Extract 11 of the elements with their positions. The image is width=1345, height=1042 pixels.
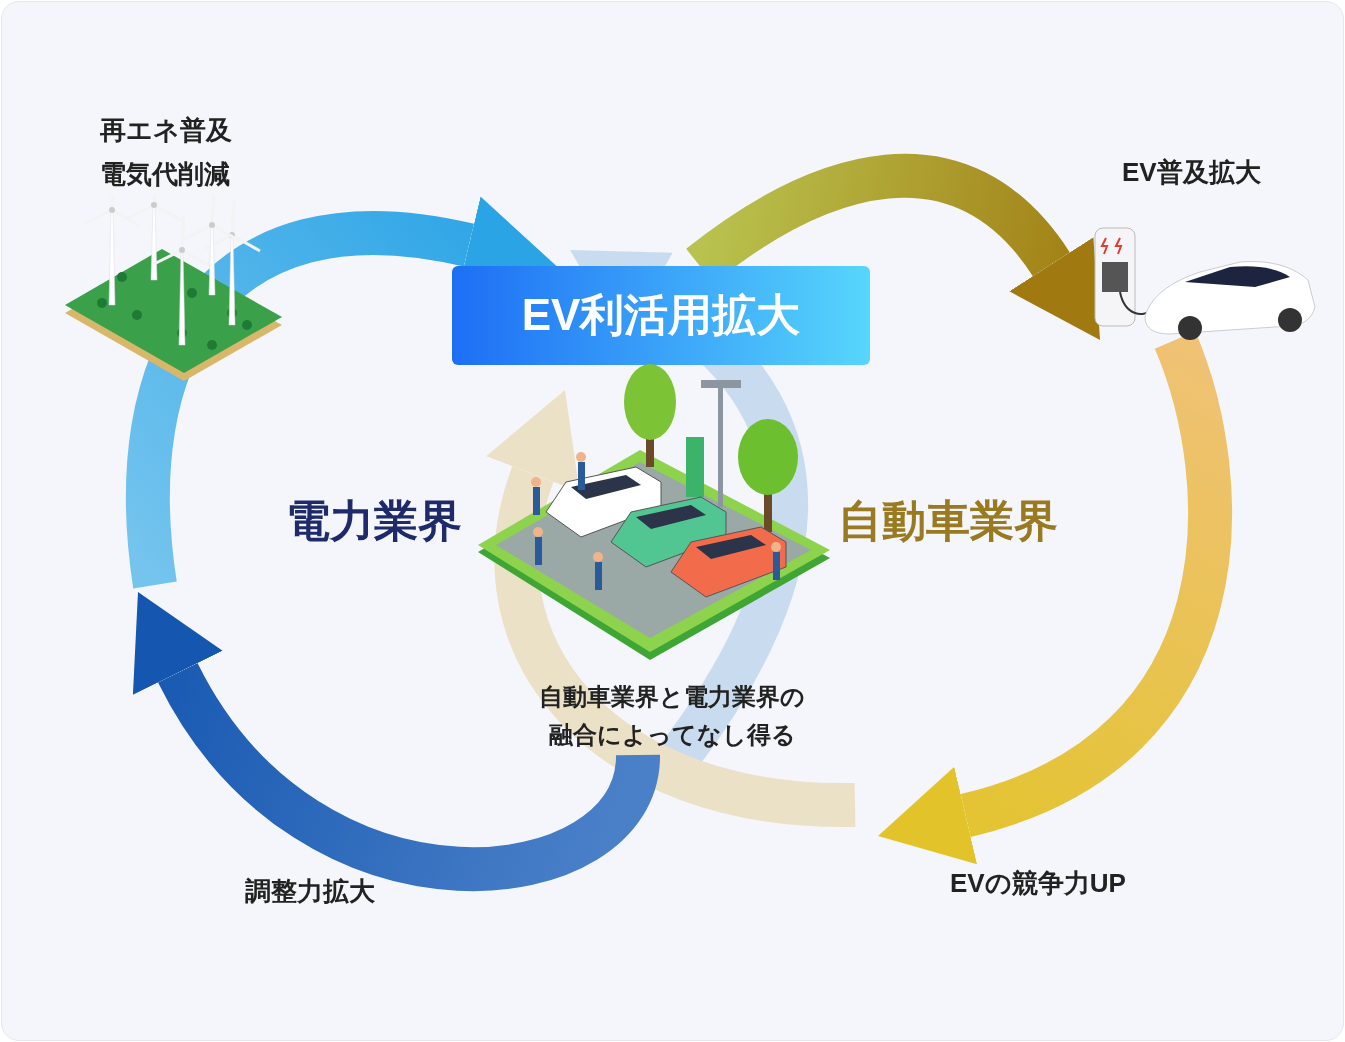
note-label: 調整力拡大: [245, 875, 375, 908]
title-banner: EV利活用拡大: [452, 266, 870, 365]
section-label: 自動車業界: [838, 495, 1058, 547]
caption-text: 再エネ普及電気代削減: [100, 114, 233, 191]
arrow: [131, 595, 660, 891]
parking-lot-drawing: [476, 362, 832, 662]
caption-text: 自動車業界と電力業界の融合によってなし得る: [536, 678, 808, 755]
section-label: 電力業界: [286, 495, 462, 547]
note-label: EVの競争力UP: [950, 867, 1126, 900]
caption-text: EV普及拡大: [1122, 156, 1262, 189]
arrow: [126, 195, 558, 588]
